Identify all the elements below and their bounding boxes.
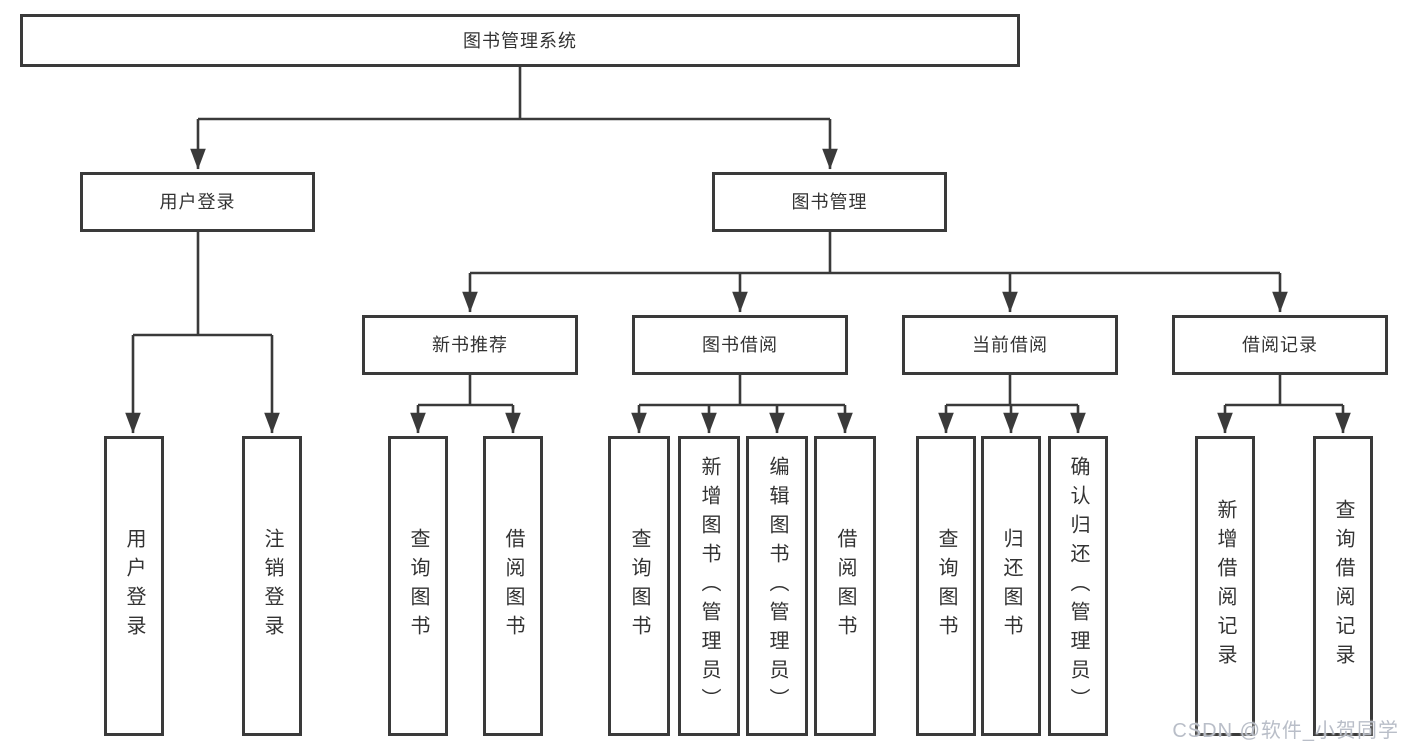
leaf-logout: 注销登录 <box>242 436 302 736</box>
node-user-login-label: 用户登录 <box>159 192 236 212</box>
node-current-borrow: 当前借阅 <box>902 315 1118 375</box>
leaf-user-login-label: 用户登录 <box>123 528 145 644</box>
node-book-borrow-label: 图书借阅 <box>702 335 778 355</box>
node-book-borrow: 图书借阅 <box>632 315 848 375</box>
leaf-query-books-borrow-label: 查询图书 <box>628 528 650 644</box>
node-current-borrow-label: 当前借阅 <box>972 335 1048 355</box>
node-root-label: 图书管理系统 <box>463 30 577 51</box>
leaf-user-login: 用户登录 <box>104 436 164 736</box>
leaf-query-books-current: 查询图书 <box>916 436 976 736</box>
node-user-login: 用户登录 <box>80 172 315 232</box>
leaf-add-borrow-record-label: 新增借阅记录 <box>1214 499 1236 673</box>
leaf-return-books-label: 归还图书 <box>1000 528 1022 644</box>
leaf-query-borrow-record-label: 查询借阅记录 <box>1332 499 1354 673</box>
leaf-confirm-return-admin-label: 确认归还（管理员） <box>1067 455 1089 717</box>
leaf-edit-book-admin: 编辑图书（管理员） <box>746 436 808 736</box>
leaf-add-book-admin-label: 新增图书（管理员） <box>698 455 720 717</box>
node-borrow-records-label: 借阅记录 <box>1242 335 1318 355</box>
node-new-book-recommend-label: 新书推荐 <box>432 335 508 355</box>
leaf-borrow-books-recommend-label: 借阅图书 <box>502 528 524 644</box>
leaf-query-books-current-label: 查询图书 <box>935 528 957 644</box>
node-new-book-recommend: 新书推荐 <box>362 315 578 375</box>
leaf-query-borrow-record: 查询借阅记录 <box>1313 436 1373 736</box>
leaf-logout-label: 注销登录 <box>261 528 283 644</box>
node-book-management-label: 图书管理 <box>791 192 868 212</box>
watermark: CSDN @软件_小贺同学 <box>1172 720 1399 742</box>
node-book-management: 图书管理 <box>712 172 947 232</box>
node-borrow-records: 借阅记录 <box>1172 315 1388 375</box>
leaf-query-books-recommend: 查询图书 <box>388 436 448 736</box>
leaf-edit-book-admin-label: 编辑图书（管理员） <box>766 455 788 717</box>
leaf-borrow-books-2-label: 借阅图书 <box>834 528 856 644</box>
leaf-add-borrow-record: 新增借阅记录 <box>1195 436 1255 736</box>
leaf-borrow-books-recommend: 借阅图书 <box>483 436 543 736</box>
leaf-add-book-admin: 新增图书（管理员） <box>678 436 740 736</box>
leaf-query-books-borrow: 查询图书 <box>608 436 670 736</box>
leaf-return-books: 归还图书 <box>981 436 1041 736</box>
leaf-confirm-return-admin: 确认归还（管理员） <box>1048 436 1108 736</box>
leaf-borrow-books-2: 借阅图书 <box>814 436 876 736</box>
leaf-query-books-recommend-label: 查询图书 <box>407 528 429 644</box>
node-root: 图书管理系统 <box>20 14 1020 67</box>
